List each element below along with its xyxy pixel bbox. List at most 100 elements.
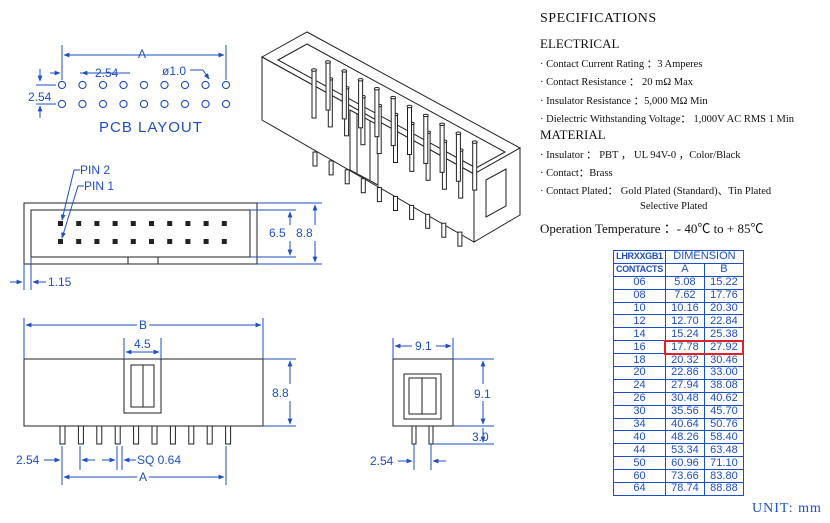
pcb-hole <box>119 80 128 90</box>
pcb-dim-a: A <box>138 47 146 61</box>
connector-3d-pin <box>455 132 461 182</box>
connector-3d-tail <box>360 178 366 194</box>
connector-3d-pin <box>439 123 445 173</box>
material-spec-3: · Contact Plated： Gold Plated (Standard)… <box>540 186 772 197</box>
top-pin <box>94 221 100 226</box>
dim-b-cell: 27.92 <box>703 340 744 355</box>
connector-3d-pin-tip <box>422 113 429 118</box>
contacts-cell: 10 <box>613 301 666 316</box>
connector-3d-pin-tip <box>439 122 446 127</box>
contacts-cell: 14 <box>613 327 666 342</box>
pcb-layout-title: PCB LAYOUT <box>99 119 203 136</box>
top-pin <box>167 221 173 226</box>
contacts-cell: 06 <box>613 275 666 290</box>
connector-3d-pin <box>341 70 347 120</box>
side-view: 9.1 9.1 3.0 2.54 <box>370 338 494 470</box>
pcb-layout: A 2.54 ø1.0 2.54 PCB LAYOUT <box>28 45 231 136</box>
dim-a-cell: 53.34 <box>664 443 705 458</box>
pcb-hole <box>201 99 210 109</box>
connector-3d-tail <box>457 231 463 247</box>
electrical-spec-1: · Contact Current Rating ：3 Amperes <box>540 59 703 70</box>
front-pin <box>225 425 232 445</box>
dim-a-cell: 60.96 <box>664 456 705 471</box>
top-pin <box>112 239 118 244</box>
connector-3d-pin-tip <box>406 104 413 109</box>
front-pin-sq: SQ 0.64 <box>137 453 181 467</box>
top-pin <box>94 239 100 244</box>
front-pin <box>96 425 103 445</box>
connector-3d-tail <box>344 169 350 185</box>
dim-b-cell: 25.38 <box>703 327 744 342</box>
connector-3d-pins <box>311 60 478 199</box>
connector-3d-tail <box>409 204 415 220</box>
pcb-hole <box>180 80 190 90</box>
contacts-cell: 18 <box>613 353 666 368</box>
top-pin <box>221 221 227 226</box>
electrical-spec-3: · Insulator Resistance ：5,000 MΩ Min <box>540 96 708 107</box>
side-tail: 3.0 <box>472 430 489 444</box>
electrical-spec-2: · Contact Resistance ： 20 mΩ Max <box>540 77 694 88</box>
contacts-cell: 24 <box>613 378 666 393</box>
contacts-cell: 12 <box>613 314 666 329</box>
dim-b-cell: 17.76 <box>703 288 744 303</box>
top-pin <box>76 239 82 244</box>
dim-a-cell: 78.74 <box>664 482 705 496</box>
material-spec-3-cont: Selective Plated <box>640 201 708 212</box>
top-pin <box>185 221 191 226</box>
connector-3d-pin <box>390 97 396 147</box>
dim-a-cell: 35.56 <box>664 404 705 419</box>
operation-temperature: Operation Temperature ：- 40℃ to + 85℃ <box>540 221 764 236</box>
front-dim-a: A <box>139 470 147 484</box>
connector-3d-pin <box>311 69 317 119</box>
part-number-header: LHRXXGB1 <box>613 250 666 264</box>
material-spec-1: · Insulator ： PBT ， UL 94V-0 ，Color/Blac… <box>540 150 741 161</box>
connector-3d-tail <box>328 160 334 176</box>
pcb-hole <box>180 99 190 109</box>
front-pin <box>151 425 158 445</box>
pcb-hole <box>139 80 149 90</box>
dim-a-cell: 12.70 <box>664 314 705 329</box>
top-outer-height: 8.8 <box>296 226 313 240</box>
front-pin <box>77 425 84 445</box>
connector-3d-tail <box>441 222 447 238</box>
front-view: B 4.5 8.8 2.54 SQ 0.64 A <box>16 315 296 487</box>
connector-3d-pin <box>407 106 412 155</box>
pcb-hole <box>119 99 128 109</box>
contacts-cell: 26 <box>613 391 666 406</box>
dim-a-cell: 7.62 <box>664 288 705 303</box>
top-pin <box>58 239 63 244</box>
dim-b-cell: 20.30 <box>703 301 744 316</box>
dim-a-cell: 20.32 <box>664 353 705 368</box>
contacts-cell: 34 <box>613 417 666 432</box>
col-b-header: B <box>703 262 744 277</box>
dim-b-cell: 45.70 <box>703 404 744 419</box>
dim-a-cell: 15.24 <box>664 327 705 342</box>
pcb-hole <box>221 80 231 90</box>
top-pin <box>149 221 154 226</box>
connector-3d-pin-tip <box>374 87 380 91</box>
contacts-cell: 16 <box>613 340 666 355</box>
top-pin <box>149 239 154 244</box>
pin1-label: PIN 1 <box>84 179 114 193</box>
connector-3d-pin <box>374 88 380 138</box>
top-inner-height: 6.5 <box>269 226 286 240</box>
connector-3d-pin <box>423 114 429 164</box>
dim-b-cell: 71.10 <box>703 456 744 471</box>
dim-b-cell: 30.46 <box>703 353 744 368</box>
dim-b-cell: 33.00 <box>703 366 744 380</box>
top-pin <box>76 221 82 226</box>
front-height: 8.8 <box>272 386 289 400</box>
dim-a-cell: 17.78 <box>664 340 705 355</box>
dim-a-cell: 30.48 <box>664 391 705 406</box>
connector-3d-pin <box>358 79 364 129</box>
